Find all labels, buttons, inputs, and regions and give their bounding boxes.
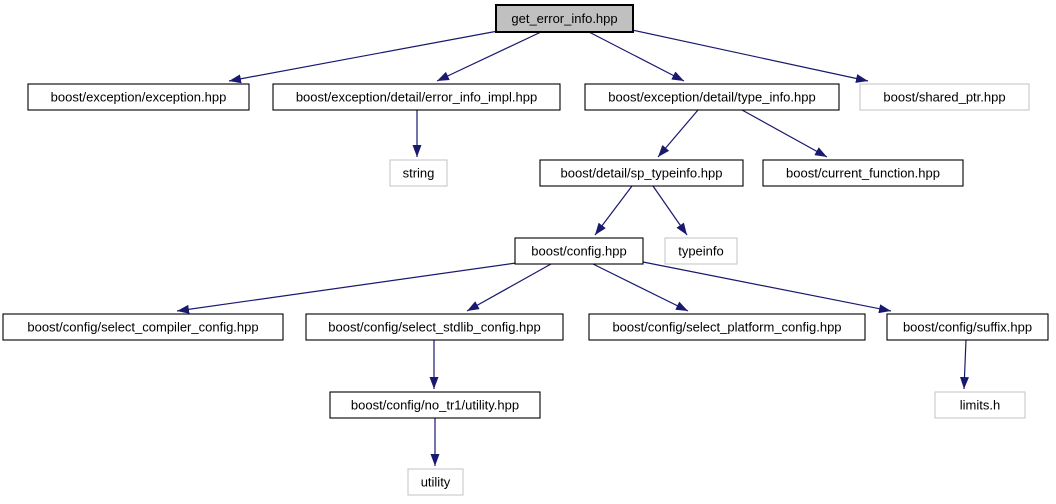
node-box-string [389, 159, 448, 187]
edge-get_error_info-to-exception [228, 30, 499, 84]
node-box-select_compiler[interactable] [2, 313, 284, 341]
node-sp_typeinfo[interactable]: boost/detail/sp_typeinfo.hpp [539, 159, 744, 187]
node-utility: utility [407, 468, 464, 496]
node-label-get_error_info: get_error_info.hpp [511, 11, 617, 26]
node-label-sp_typeinfo: boost/detail/sp_typeinfo.hpp [561, 166, 723, 181]
node-label-exception: boost/exception/exception.hpp [51, 90, 227, 105]
node-label-error_info_impl: boost/exception/detail/error_info_impl.h… [296, 90, 537, 105]
node-box-type_info[interactable] [584, 83, 840, 111]
node-box-sp_typeinfo[interactable] [539, 159, 744, 187]
edge-type_info-to-sp_typeinfo [657, 109, 699, 158]
node-select_compiler[interactable]: boost/config/select_compiler_config.hpp [2, 313, 284, 341]
node-type_info[interactable]: boost/exception/detail/type_info.hpp [584, 83, 840, 111]
node-box-suffix[interactable] [886, 313, 1049, 341]
node-shared_ptr: boost/shared_ptr.hpp [859, 83, 1030, 111]
node-label-config: boost/config.hpp [531, 244, 626, 259]
edge-config-to-select_compiler [176, 262, 517, 314]
node-label-select_platform: boost/config/select_platform_config.hpp [612, 320, 841, 335]
edge-suffix-to-limits_h [959, 339, 969, 390]
node-select_stdlib[interactable]: boost/config/select_stdlib_config.hpp [305, 313, 564, 341]
node-box-typeinfo [664, 237, 738, 265]
node-limits_h: limits.h [934, 391, 1026, 419]
node-typeinfo: typeinfo [664, 237, 738, 265]
node-label-string: string [403, 166, 435, 181]
edge-type_info-to-current_function [741, 109, 828, 158]
node-error_info_impl[interactable]: boost/exception/detail/error_info_impl.h… [272, 83, 561, 111]
edge-sp_typeinfo-to-typeinfo [652, 185, 688, 236]
node-label-select_stdlib: boost/config/select_stdlib_config.hpp [328, 320, 540, 335]
edge-sp_typeinfo-to-config [594, 185, 633, 236]
node-box-shared_ptr [859, 83, 1030, 111]
node-no_tr1_utility[interactable]: boost/config/no_tr1/utility.hpp [329, 391, 541, 419]
node-box-utility [407, 468, 464, 496]
edge-config-to-suffix [642, 261, 892, 314]
edges-layer [176, 29, 969, 466]
node-label-current_function: boost/current_function.hpp [786, 166, 940, 181]
node-config[interactable]: boost/config.hpp [514, 237, 644, 265]
node-get_error_info: get_error_info.hpp [495, 4, 634, 33]
edge-config-to-select_stdlib [466, 263, 552, 312]
node-box-no_tr1_utility[interactable] [329, 391, 541, 419]
node-string: string [389, 159, 448, 187]
edge-get_error_info-to-shared_ptr [631, 29, 869, 83]
node-label-shared_ptr: boost/shared_ptr.hpp [883, 90, 1005, 105]
node-exception[interactable]: boost/exception/exception.hpp [27, 83, 250, 111]
nodes-layer: get_error_info.hpp boost/exception/except… [2, 4, 1049, 496]
node-box-exception[interactable] [27, 83, 250, 111]
node-current_function[interactable]: boost/current_function.hpp [762, 159, 964, 187]
node-suffix[interactable]: boost/config/suffix.hpp [886, 313, 1049, 341]
node-box-limits_h [934, 391, 1026, 419]
edge-config-to-select_platform [592, 263, 689, 312]
node-box-current_function[interactable] [762, 159, 964, 187]
node-box-get_error_info [495, 4, 634, 33]
node-label-utility: utility [421, 475, 451, 490]
node-box-config[interactable] [514, 237, 644, 265]
node-select_platform[interactable]: boost/config/select_platform_config.hpp [588, 313, 866, 341]
node-box-error_info_impl[interactable] [272, 83, 561, 111]
node-label-suffix: boost/config/suffix.hpp [903, 320, 1032, 335]
node-label-type_info: boost/exception/detail/type_info.hpp [608, 90, 815, 105]
node-box-select_stdlib[interactable] [305, 313, 564, 341]
edge-get_error_info-to-error_info_impl [436, 31, 542, 82]
node-label-limits_h: limits.h [960, 398, 1000, 413]
node-box-select_platform[interactable] [588, 313, 866, 341]
node-label-select_compiler: boost/config/select_compiler_config.hpp [27, 320, 258, 335]
edge-get_error_info-to-type_info [588, 31, 685, 82]
node-label-no_tr1_utility: boost/config/no_tr1/utility.hpp [351, 398, 519, 413]
node-label-typeinfo: typeinfo [678, 244, 724, 259]
